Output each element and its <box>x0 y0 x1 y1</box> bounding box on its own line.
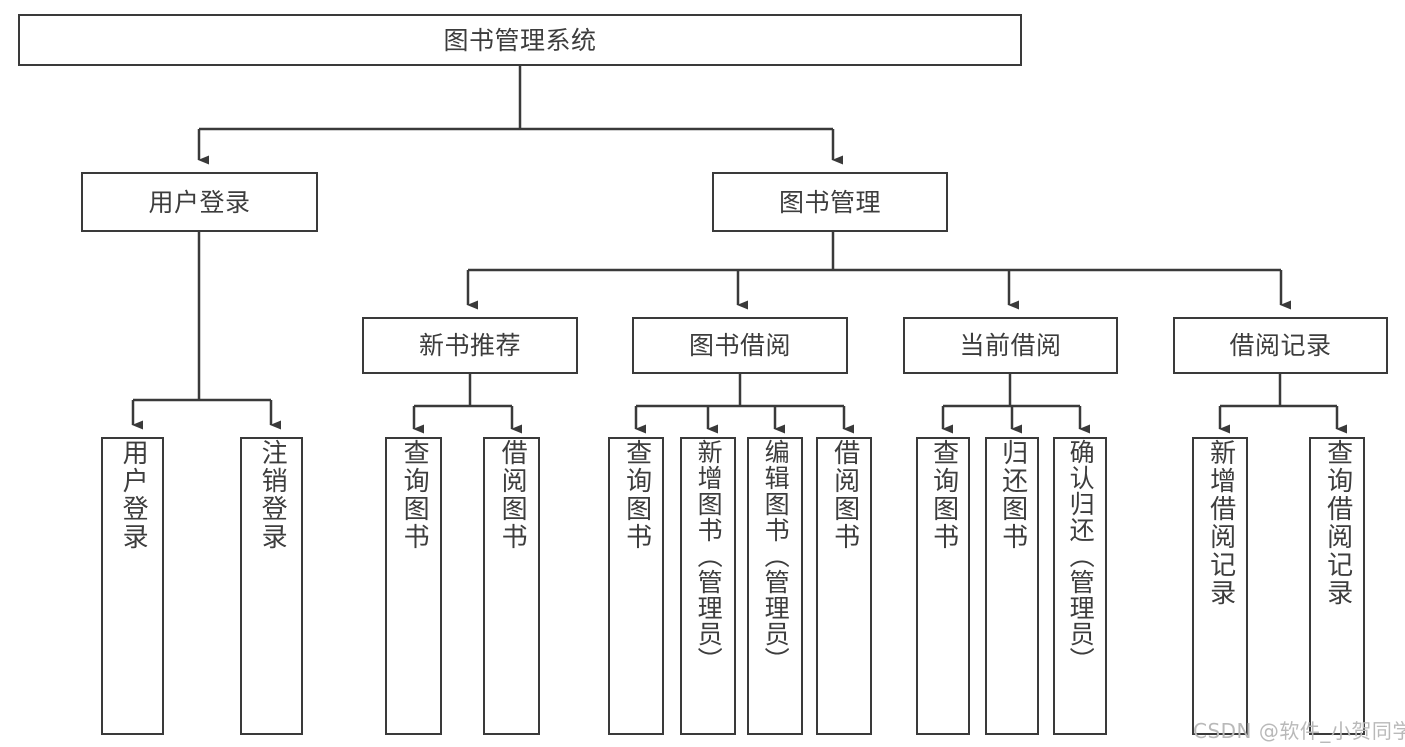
node-current-borrow-label: 当前借阅 <box>959 331 1062 360</box>
node-book-management[interactable]: 图书管理 <box>712 172 948 232</box>
node-book-borrow-label: 图书借阅 <box>688 331 791 360</box>
node-user-login[interactable]: 用户登录 <box>81 172 318 232</box>
leaf-user-logout[interactable]: 注销登录 <box>240 437 303 735</box>
leaf-query-book-2[interactable]: 查询图书 <box>608 437 664 735</box>
leaf-borrow-book-1-label: 借阅图书 <box>497 439 528 551</box>
node-root[interactable]: 图书管理系统 <box>18 14 1022 66</box>
leaf-user-logout-label: 注销登录 <box>257 439 288 551</box>
leaf-add-borrow-record-label: 新增借阅记录 <box>1205 439 1236 607</box>
leaf-user-login-label: 用户登录 <box>118 439 149 551</box>
leaf-query-book-3[interactable]: 查询图书 <box>916 437 970 735</box>
leaf-query-book-2-label: 查询图书 <box>621 439 652 551</box>
leaf-borrow-book-2-label: 借阅图书 <box>829 439 860 551</box>
leaf-query-borrow-record-label: 查询借阅记录 <box>1322 439 1353 607</box>
leaf-add-book-admin[interactable]: 新增图书（管理员） <box>680 437 736 735</box>
leaf-user-login[interactable]: 用户登录 <box>101 437 164 735</box>
node-borrow-records-label: 借阅记录 <box>1229 331 1332 360</box>
leaf-borrow-book-1[interactable]: 借阅图书 <box>483 437 540 735</box>
node-root-label: 图书管理系统 <box>443 25 597 55</box>
leaf-add-borrow-record[interactable]: 新增借阅记录 <box>1192 437 1248 735</box>
node-book-borrow[interactable]: 图书借阅 <box>632 317 848 374</box>
node-book-management-label: 图书管理 <box>778 187 881 217</box>
leaf-add-book-admin-label: 新增图书（管理员） <box>694 439 724 673</box>
leaf-borrow-book-2[interactable]: 借阅图书 <box>816 437 872 735</box>
leaf-return-book[interactable]: 归还图书 <box>985 437 1039 735</box>
leaf-query-book-1[interactable]: 查询图书 <box>385 437 442 735</box>
leaf-query-book-3-label: 查询图书 <box>928 439 959 551</box>
leaf-edit-book-admin[interactable]: 编辑图书（管理员） <box>747 437 803 735</box>
leaf-query-book-1-label: 查询图书 <box>399 439 430 551</box>
leaf-confirm-return-admin[interactable]: 确认归还（管理员） <box>1053 437 1107 735</box>
node-borrow-records[interactable]: 借阅记录 <box>1173 317 1388 374</box>
leaf-return-book-label: 归还图书 <box>997 439 1028 551</box>
node-new-book-recommend-label: 新书推荐 <box>418 331 521 360</box>
node-new-book-recommend[interactable]: 新书推荐 <box>362 317 578 374</box>
leaf-confirm-return-admin-label: 确认归还（管理员） <box>1066 439 1096 673</box>
leaf-query-borrow-record[interactable]: 查询借阅记录 <box>1309 437 1365 735</box>
node-current-borrow[interactable]: 当前借阅 <box>903 317 1118 374</box>
leaf-edit-book-admin-label: 编辑图书（管理员） <box>761 439 791 673</box>
csdn-watermark: CSDN @软件_小贺同学 <box>1193 719 1405 743</box>
node-user-login-label: 用户登录 <box>148 187 251 217</box>
